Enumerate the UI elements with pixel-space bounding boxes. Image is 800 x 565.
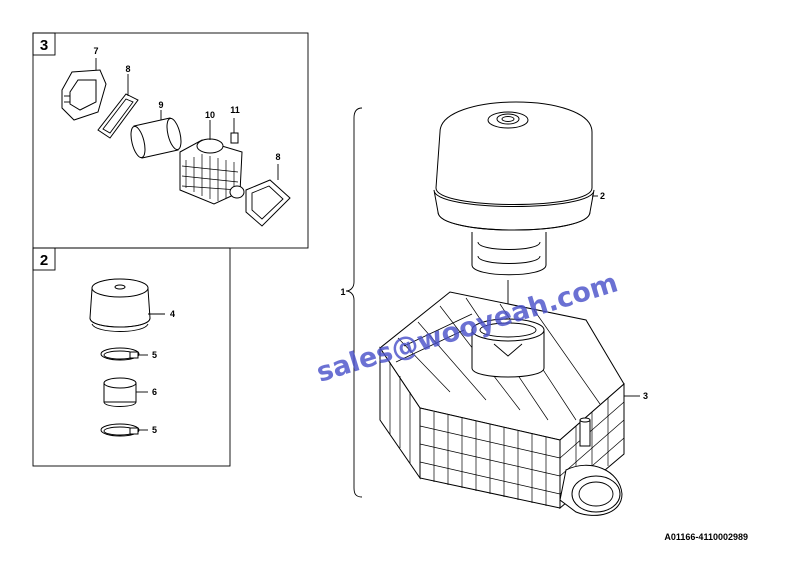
callout-9: 9 — [158, 100, 163, 110]
callout-11: 11 — [230, 105, 240, 115]
part-5-clamp-lower — [100, 423, 148, 437]
callout-10: 10 — [205, 110, 215, 120]
callout-7: 7 — [93, 46, 98, 56]
part-6-sleeve — [103, 377, 148, 407]
callout-4: 4 — [170, 309, 175, 319]
callout-3: 3 — [643, 391, 648, 401]
part-11-valve — [230, 118, 239, 144]
part-7-bracket — [61, 58, 107, 121]
part-5-clamp-upper — [100, 347, 148, 361]
assembly-bracket — [345, 107, 363, 498]
callout-5-upper: 5 — [152, 350, 157, 360]
callout-1: 1 — [340, 287, 345, 297]
part-9-filter-element — [130, 110, 182, 159]
drawing-id: A01166-4110002989 — [664, 532, 748, 542]
group-number-3: 3 — [40, 37, 48, 54]
part-3-air-filter-body — [379, 291, 640, 516]
part-2-precleaner-cap — [433, 101, 598, 276]
part-4-cap — [89, 278, 165, 332]
group-number-2: 2 — [40, 252, 48, 269]
callout-5-lower: 5 — [152, 425, 157, 435]
part-8-gasket-bottom — [245, 164, 291, 227]
callout-6: 6 — [152, 387, 157, 397]
callout-8-bottom: 8 — [275, 152, 280, 162]
callout-2: 2 — [600, 191, 605, 201]
group-2-panel: 2 — [32, 247, 231, 467]
part-10-filter-housing — [179, 120, 245, 205]
callout-8-top: 8 — [125, 64, 130, 74]
part-8-gasket-top — [97, 74, 139, 139]
